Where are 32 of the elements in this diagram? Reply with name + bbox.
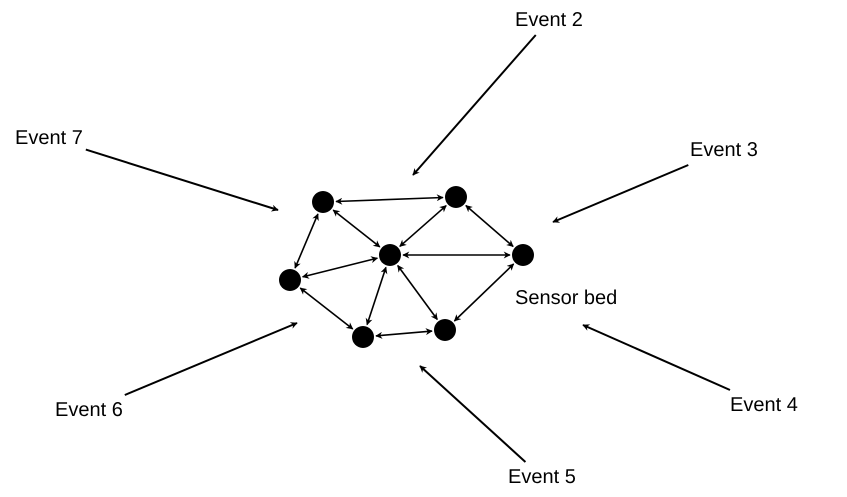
arrow	[366, 266, 388, 326]
arrow	[412, 34, 537, 176]
event-label: Event 5	[508, 465, 576, 489]
arrow	[124, 322, 298, 396]
event-label: Event 7	[15, 126, 83, 150]
arrow	[419, 365, 526, 463]
arrow	[397, 264, 438, 320]
arrow	[300, 287, 354, 330]
sensor-node	[352, 326, 374, 348]
sensor-node	[512, 244, 534, 266]
sensor-node	[434, 319, 456, 341]
arrow	[294, 213, 319, 269]
event-label: Event 3	[690, 138, 758, 162]
arrow	[402, 252, 511, 258]
arrow	[399, 204, 447, 248]
arrow	[332, 209, 380, 248]
arrow	[552, 164, 689, 223]
arrow	[302, 256, 378, 279]
arrow	[582, 324, 730, 391]
network-label: Sensor bed	[515, 286, 618, 310]
event-label: Event 2	[515, 8, 583, 32]
event-label: Event 4	[730, 393, 798, 417]
sensor-node	[312, 191, 334, 213]
arrow	[465, 204, 514, 248]
sensor-node	[445, 186, 467, 208]
arrow	[454, 263, 514, 322]
arrow	[86, 148, 279, 212]
sensor-node	[379, 244, 401, 266]
sensor-node	[279, 269, 301, 291]
arrow	[375, 328, 433, 339]
arrow	[335, 194, 444, 205]
event-label: Event 6	[55, 398, 123, 422]
